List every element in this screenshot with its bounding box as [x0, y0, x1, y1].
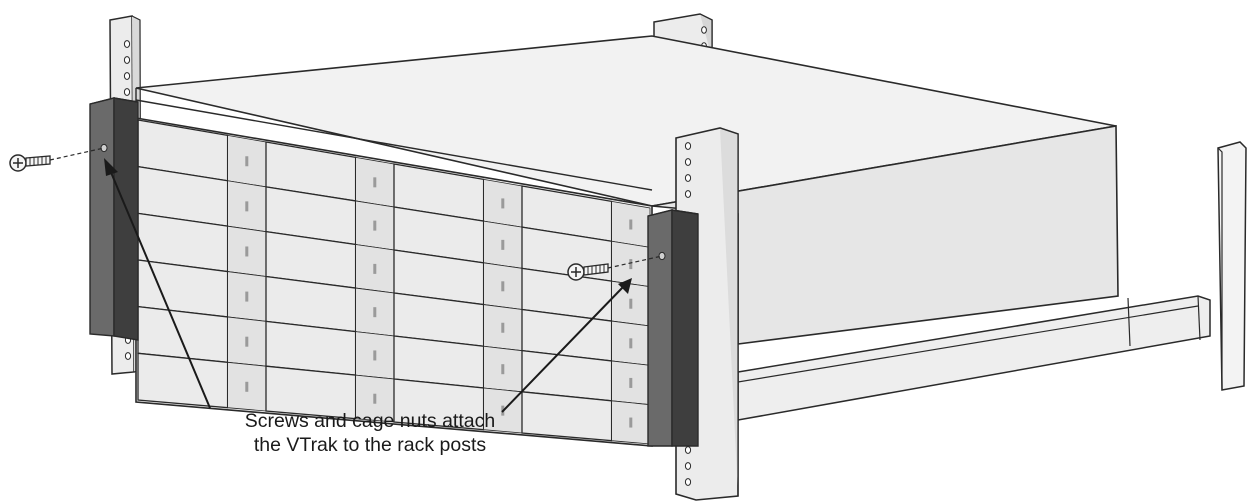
drive-latch [245, 201, 249, 212]
right-mounting-bracket [647, 209, 699, 447]
drive-latch [629, 377, 633, 388]
drive-carrier [137, 352, 229, 409]
drive-latch [629, 298, 633, 309]
callout-line-2: the VTrak to the rack posts [253, 434, 487, 456]
drive-latch [245, 156, 249, 167]
drive-latch [629, 219, 633, 230]
drive-latch [501, 281, 505, 292]
drive-latch [245, 291, 249, 302]
drive-latch [501, 364, 505, 375]
callout-arrows [104, 158, 632, 413]
left-screw [9, 147, 105, 172]
drive-latch [501, 239, 505, 250]
drive-latch [501, 198, 505, 209]
drive-latch [373, 393, 377, 404]
left-mounting-bracket [89, 97, 139, 341]
drive-latch [373, 177, 377, 188]
drive-latch [501, 322, 505, 333]
drive-latch [245, 246, 249, 257]
drive-latch [373, 220, 377, 231]
callout-label: Screws and cage nuts attach the VTrak to… [150, 409, 590, 457]
drive-latch [373, 307, 377, 318]
drive-latch [629, 338, 633, 349]
drive-latch [245, 336, 249, 347]
drive-latch [245, 381, 249, 392]
right-screw [567, 255, 663, 281]
rear-mounting-rail [1217, 141, 1247, 391]
drive-latch [373, 263, 377, 274]
drive-carrier [137, 305, 229, 364]
drive-latch [373, 350, 377, 361]
callout-line-1: Screws and cage nuts attach [244, 410, 496, 432]
drive-latch [629, 417, 633, 428]
drive-latch [629, 259, 633, 270]
